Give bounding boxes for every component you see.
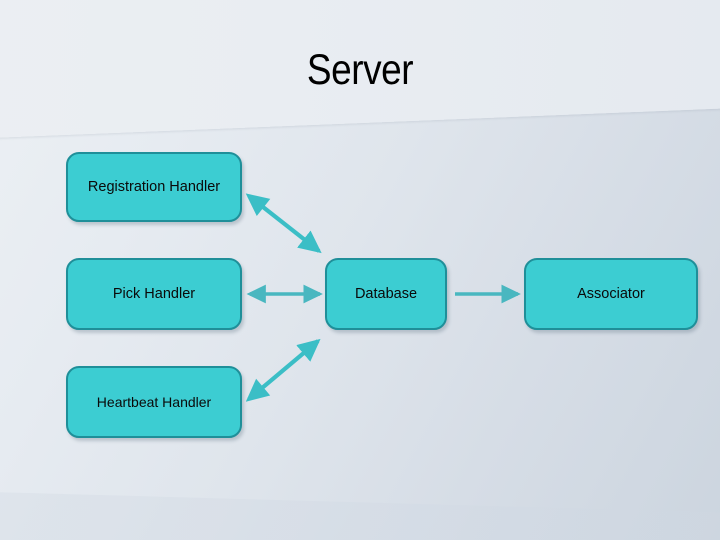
node-pick-handler[interactable]: Pick Handler bbox=[66, 258, 242, 330]
node-registration-handler[interactable]: Registration Handler bbox=[66, 152, 242, 222]
node-heartbeat-handler-label: Heartbeat Handler bbox=[96, 394, 212, 410]
node-database-label: Database bbox=[354, 286, 418, 302]
node-associator[interactable]: Associator bbox=[524, 258, 698, 330]
background-band-lower bbox=[0, 490, 720, 540]
connector-heartbeat-database bbox=[245, 338, 321, 402]
node-database[interactable]: Database bbox=[325, 258, 447, 330]
node-registration-handler-label: Registration Handler bbox=[87, 179, 221, 195]
page-title: Server bbox=[306, 46, 414, 94]
node-pick-handler-label: Pick Handler bbox=[112, 286, 196, 302]
node-associator-label: Associator bbox=[577, 286, 645, 302]
connector-registration-database bbox=[245, 193, 322, 254]
node-heartbeat-handler[interactable]: Heartbeat Handler bbox=[66, 366, 242, 438]
